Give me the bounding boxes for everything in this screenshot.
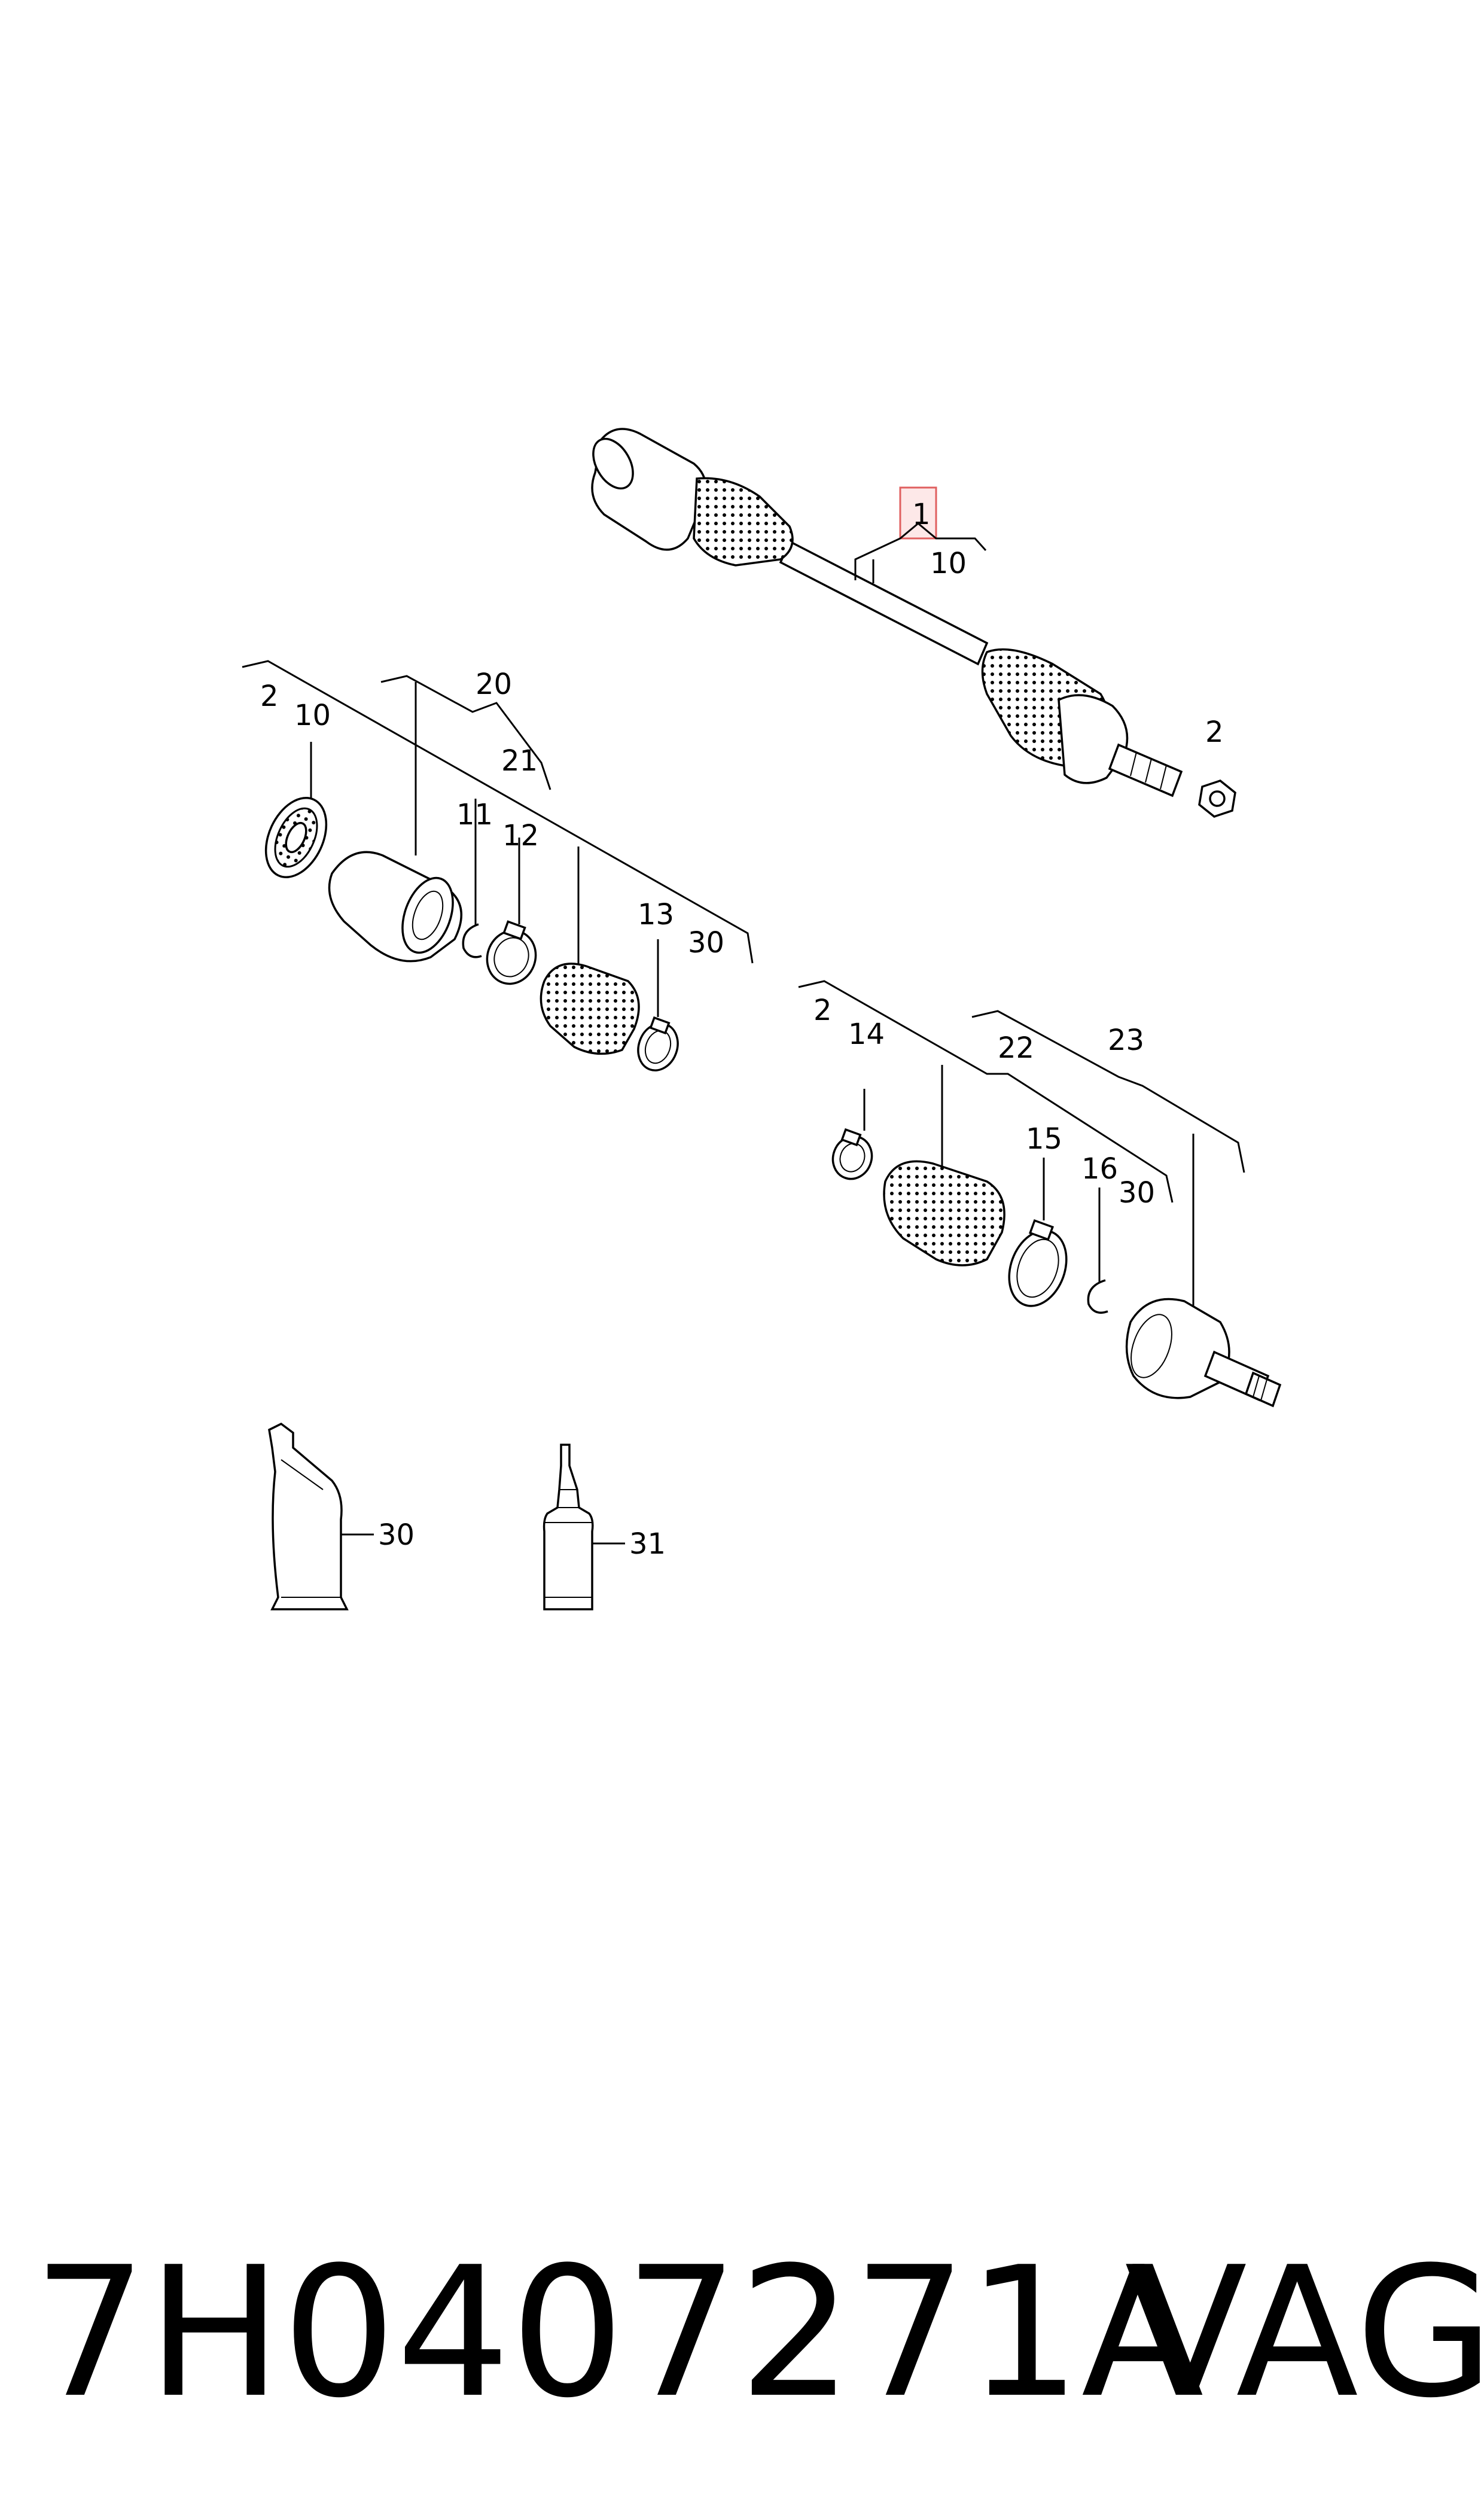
label-30-grease[interactable]: 30 xyxy=(378,1518,415,1552)
outer-joint-kit xyxy=(798,980,1282,1408)
label-20[interactable]: 20 xyxy=(476,668,512,701)
part-number: 7H0407271A xyxy=(33,2228,1204,2437)
label-31[interactable]: 31 xyxy=(629,1527,666,1561)
label-12[interactable]: 12 xyxy=(502,819,539,852)
label-11[interactable]: 11 xyxy=(456,798,493,832)
sealant-bottle xyxy=(543,1444,625,1610)
label-1[interactable]: 1 xyxy=(912,498,931,531)
brand-name: VAG xyxy=(1125,2228,1484,2437)
label-21[interactable]: 21 xyxy=(501,744,538,778)
label-2-nut[interactable]: 2 xyxy=(1205,715,1224,749)
label-10-washer[interactable]: 10 xyxy=(294,699,331,732)
label-15[interactable]: 15 xyxy=(1026,1122,1062,1156)
label-23[interactable]: 23 xyxy=(1108,1024,1144,1057)
label-13[interactable]: 13 xyxy=(638,898,674,931)
label-30-outer-kit[interactable]: 30 xyxy=(1119,1176,1155,1210)
label-2-top-left[interactable]: 2 xyxy=(260,680,279,713)
label-22[interactable]: 22 xyxy=(998,1031,1034,1065)
drive-shaft-assembly xyxy=(591,428,1236,818)
selected-part-highlight[interactable] xyxy=(899,486,937,540)
label-10-shaft[interactable]: 10 xyxy=(930,547,967,580)
grease-tube xyxy=(268,1422,374,1610)
label-30-inner-kit[interactable]: 30 xyxy=(688,926,724,960)
label-16[interactable]: 16 xyxy=(1081,1152,1118,1186)
label-14[interactable]: 14 xyxy=(848,1018,885,1051)
label-2-outer-kit[interactable]: 2 xyxy=(813,994,832,1027)
inner-joint-kit xyxy=(242,660,754,1071)
